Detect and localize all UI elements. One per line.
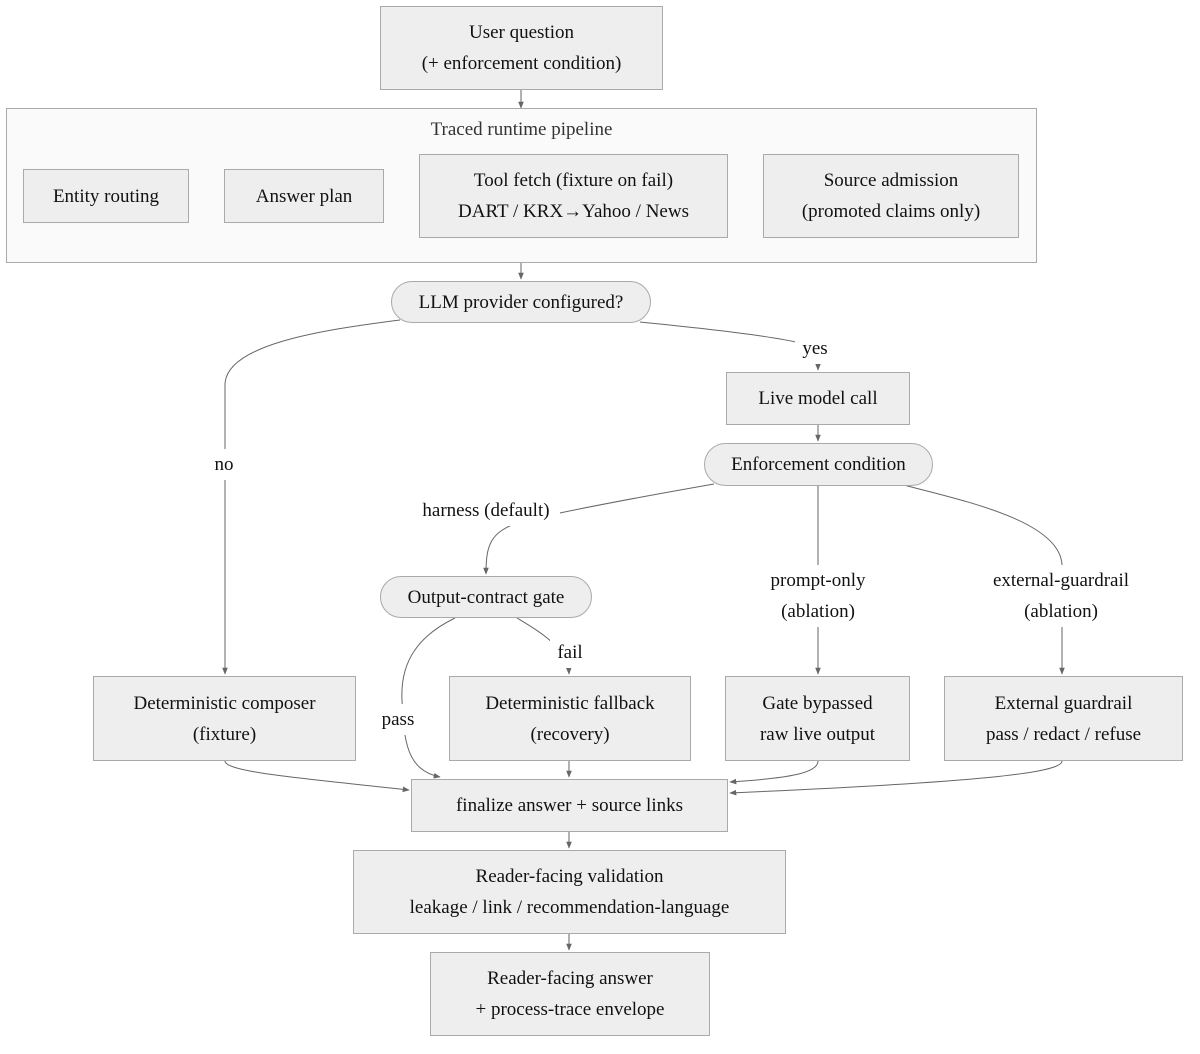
- deterministic-composer-node: Deterministic composer (fixture): [93, 676, 356, 761]
- node-text-line: Live model call: [758, 388, 878, 409]
- enforcement-condition-decision: Enforcement condition: [704, 443, 933, 486]
- node-text-line: Deterministic fallback: [485, 692, 655, 714]
- edge-llm-configured-to-deterministic-composer: [222, 319, 401, 675]
- node-text-line: Entity routing: [52, 185, 160, 207]
- external-guardrail-node: External guardrail pass / redact / refuse: [944, 676, 1183, 761]
- node-text-line: Source admission: [823, 170, 959, 191]
- edge-deterministic-composer-to-finalize-answer: [224, 760, 410, 793]
- edge-label-text-line: (ablation): [781, 601, 855, 622]
- source-admission-node: Source admission (promoted claims only): [763, 154, 1019, 238]
- answer-plan-node: Answer plan: [224, 169, 384, 223]
- edge-gate-bypassed-to-finalize-answer: [729, 760, 819, 785]
- edge-llm-configured-to-live-model-call: [639, 321, 821, 371]
- edge-label-text-line: fail: [557, 642, 583, 663]
- node-text-line: (promoted claims only): [801, 201, 981, 222]
- edge-label-harness-default: harness (default): [412, 495, 560, 526]
- edge-label-text-line: yes: [802, 338, 828, 359]
- edge-label-text-line: harness (default): [422, 500, 550, 521]
- edge-label-prompt-only: prompt-only (ablation): [756, 565, 880, 627]
- node-text-line: + process-trace envelope: [475, 999, 665, 1020]
- edge-label-external-guardrail: external-guardrail (ablation): [976, 565, 1146, 627]
- node-text-line: (+ enforcement condition): [421, 53, 622, 74]
- node-text-line: DART / KRX→Yahoo / News: [458, 201, 689, 222]
- node-text-line: pass / redact / refuse: [985, 723, 1142, 745]
- tool-fetch-node: Tool fetch (fixture on fail) DART / KRX→Y…: [419, 154, 728, 238]
- gate-bypassed-node: Gate bypassed raw live output: [725, 676, 910, 761]
- edge-label-no: no: [205, 449, 243, 480]
- node-text-line: finalize answer + source links: [455, 795, 684, 816]
- edge-label-text-line: external-guardrail: [992, 570, 1130, 591]
- edge-label-text-line: (ablation): [1024, 601, 1098, 622]
- edge-enforcement-condition-to-external-guardrail: [899, 483, 1065, 675]
- reader-facing-answer-node: Reader-facing answer + process-trace enve…: [430, 952, 710, 1036]
- node-text-line: Reader-facing answer: [487, 968, 653, 989]
- entity-routing-node: Entity routing: [23, 169, 189, 223]
- reader-facing-validation-node: Reader-facing validation leakage / link /…: [353, 850, 786, 934]
- node-text-line: User question: [468, 22, 574, 43]
- live-model-call-node: Live model call: [726, 372, 910, 425]
- llm-provider-configured-decision: LLM provider configured?: [391, 281, 651, 323]
- output-contract-gate-decision: Output-contract gate: [380, 576, 592, 618]
- edge-label-fail: fail: [550, 637, 590, 668]
- edge-label-pass: pass: [376, 704, 420, 735]
- edge-label-yes: yes: [795, 333, 835, 364]
- node-text-line: (recovery): [530, 723, 610, 745]
- node-text-line: Enforcement condition: [731, 454, 906, 475]
- node-text-line: Output-contract gate: [407, 586, 565, 608]
- user-question-node: User question (+ enforcement condition): [380, 6, 663, 90]
- node-text-line: leakage / link / recommendation-language: [409, 897, 730, 918]
- node-text-line: Gate bypassed: [762, 692, 873, 714]
- cluster-title: Traced runtime pipeline: [430, 119, 613, 140]
- node-text-line: Reader-facing validation: [475, 866, 664, 887]
- finalize-answer-node: finalize answer + source links: [411, 779, 728, 832]
- edge-external-guardrail-to-finalize-answer: [729, 760, 1063, 796]
- node-text-line: LLM provider configured?: [418, 291, 624, 313]
- node-text-line: raw live output: [759, 723, 876, 745]
- node-text-line: External guardrail: [994, 692, 1133, 714]
- edge-label-text-line: no: [214, 454, 234, 475]
- node-text-line: (fixture): [192, 723, 257, 745]
- node-text-line: Deterministic composer: [133, 692, 316, 714]
- edge-output-contract-gate-to-finalize-answer: [401, 617, 456, 779]
- node-text-line: Answer plan: [255, 185, 353, 207]
- node-text-line: Tool fetch (fixture on fail): [473, 170, 674, 191]
- edge-label-text-line: prompt-only: [770, 570, 866, 591]
- edge-label-text-line: pass: [381, 709, 415, 730]
- deterministic-fallback-node: Deterministic fallback (recovery): [449, 676, 691, 761]
